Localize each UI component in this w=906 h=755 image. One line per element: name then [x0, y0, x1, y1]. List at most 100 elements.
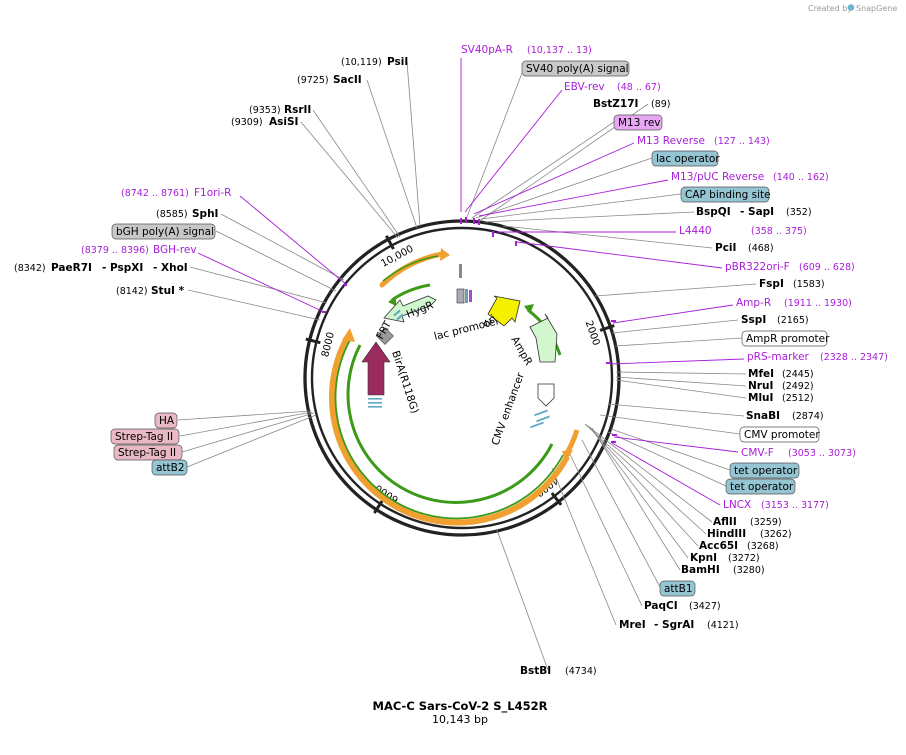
- enzyme-pos: (3272): [728, 553, 760, 564]
- enzyme-pos: (3427): [689, 601, 721, 612]
- enzymes-left: (10,119) PsiI (9725) SacII (9353) RsrII …: [14, 56, 408, 297]
- enzyme-pos: (352): [786, 207, 812, 218]
- enzyme-name: StuI *: [151, 285, 185, 297]
- enzyme-pos: (2512): [782, 393, 814, 404]
- primer-range: (1911 .. 1930): [784, 298, 852, 309]
- feature-box-label: tet operator: [734, 465, 798, 477]
- feature-boxes: SV40 poly(A) signal M13 rev lac operator…: [110, 60, 830, 597]
- enzyme-name: BstBI: [520, 665, 551, 677]
- enzyme-pos: (8342): [14, 263, 46, 274]
- enzyme-name: PciI: [715, 242, 736, 254]
- feature-box-label: tet operator: [730, 481, 794, 493]
- orf-arc-large-inner: [334, 339, 564, 520]
- enzyme-pos: (8142): [116, 286, 148, 297]
- primer-name: F1ori-R: [194, 187, 231, 199]
- feature-box-label: bGH poly(A) signal: [116, 226, 214, 238]
- enzyme-name: - XhoI: [153, 262, 188, 274]
- primer-name: LNCX: [723, 499, 751, 511]
- enzyme-name: - SgrAI: [654, 619, 694, 631]
- primer-range: (140 .. 162): [773, 172, 829, 183]
- enzyme-pos: (8585): [156, 209, 188, 220]
- primer-marks: [322, 217, 617, 443]
- enzyme-name: - SapI: [740, 206, 774, 218]
- bira-feature: [361, 341, 391, 396]
- ring-tick: [385, 235, 395, 250]
- primer-name: CMV-F: [741, 447, 774, 459]
- enzyme-pos: (2492): [782, 381, 814, 392]
- enzyme-name: NruI: [748, 380, 773, 392]
- enzyme-pos: (9353): [249, 105, 281, 116]
- feature-box: [659, 580, 696, 597]
- orf-green-inner: [346, 344, 554, 505]
- primer-name: Amp-R: [736, 297, 771, 309]
- primers: SV40pA-R (10,137 .. 13) EBV-rev (48 .. 6…: [81, 44, 888, 511]
- cap-site-block: [465, 289, 468, 303]
- feature-box-label: M13 rev: [618, 117, 661, 129]
- enzyme-name: FspI: [759, 278, 784, 290]
- feature-box-label: Strep-Tag II: [118, 447, 176, 459]
- enzyme-name: PaqCI: [644, 600, 678, 612]
- ring-tick: [599, 324, 615, 332]
- primer-name: M13 Reverse: [637, 135, 705, 147]
- feature-box-label: AmpR promoter: [746, 333, 830, 345]
- feature-box-label: CAP binding site: [685, 189, 771, 201]
- feature-box: [151, 459, 188, 476]
- feature-box: [521, 60, 630, 77]
- feature-box: [725, 478, 796, 495]
- feature-box-label: CMV promoter: [744, 429, 820, 441]
- feature-box-label: attB1: [664, 583, 693, 595]
- bira-label: BirA(R118G): [389, 349, 421, 415]
- primer-range: (10,137 .. 13): [527, 45, 592, 56]
- enzyme-name: HindIII: [707, 528, 746, 540]
- hygr-green-arrow-icon: [388, 296, 396, 306]
- primer-range: (8742 .. 8761): [121, 188, 189, 199]
- enzyme-pos: (4121): [707, 620, 739, 631]
- enzyme-pos: (2874): [792, 411, 824, 422]
- enzyme-name: RsrII: [284, 104, 311, 116]
- enzyme-name: SacII: [333, 74, 362, 86]
- feature-box: [739, 426, 820, 443]
- enzyme-name: AsiSI: [269, 116, 298, 128]
- feature-leader-lines: [177, 72, 743, 588]
- enzyme-name: BstZ17I: [593, 98, 638, 110]
- orf-large-arrow-icon: [342, 328, 355, 342]
- enzyme-name: SphI: [192, 208, 218, 220]
- cmv-markers: [530, 409, 550, 429]
- primer-range: (2328 .. 2347): [820, 352, 888, 363]
- ring-tick: [550, 492, 563, 506]
- enzyme-name: PaeR7I: [51, 262, 92, 274]
- ring-tick: [373, 499, 384, 514]
- enzyme-name: PsiI: [387, 56, 408, 68]
- enzyme-name: BamHI: [681, 564, 720, 576]
- credit-prefix: Created by: [808, 4, 852, 13]
- enzyme-pos: (1583): [793, 279, 825, 290]
- ampr-label: AmpR: [508, 335, 534, 368]
- enzyme-name: BspQI: [696, 206, 731, 218]
- primer-range: (609 .. 628): [799, 262, 855, 273]
- primer-range: (8379 .. 8396): [81, 245, 149, 256]
- primer-range: (3053 .. 3073): [788, 448, 856, 459]
- enzyme-pos: (89): [651, 99, 671, 110]
- ampr-green-arrow-icon: [524, 304, 534, 314]
- feature-box: [113, 444, 183, 461]
- primer-name: L4440: [679, 225, 712, 237]
- enzyme-leader-lines: [187, 61, 757, 671]
- primer-name: pBR322ori-F: [725, 261, 790, 273]
- feature-box-label: SV40 poly(A) signal: [526, 63, 629, 75]
- enzyme-name: MluI: [748, 392, 773, 404]
- bira-markers: [368, 398, 382, 408]
- enzyme-name: AflII: [713, 516, 737, 528]
- enzyme-pos: (3280): [733, 565, 765, 576]
- primer-range: (3153 .. 3177): [761, 500, 829, 511]
- orf-arc-large: [328, 336, 570, 526]
- plasmid-name: MAC-C Sars-CoV-2 S_L452R: [373, 699, 548, 714]
- ring-tick-label: 2000: [583, 319, 602, 347]
- enzyme-name: MreI: [619, 619, 646, 631]
- sv40-block: [459, 264, 462, 278]
- enzyme-pos: (3268): [747, 541, 779, 552]
- primer-name: BGH-rev: [153, 244, 197, 256]
- hygr-feature: [383, 295, 437, 323]
- primer-range: (358 .. 375): [751, 226, 807, 237]
- plasmid-length: 10,143 bp: [432, 713, 488, 726]
